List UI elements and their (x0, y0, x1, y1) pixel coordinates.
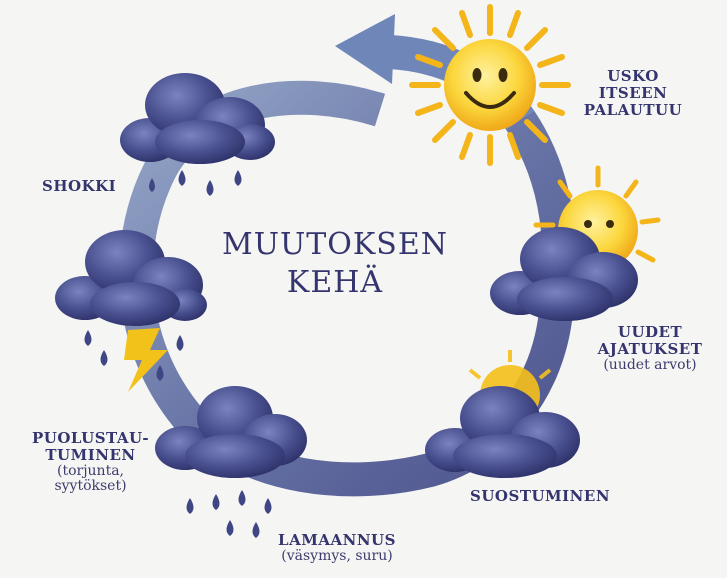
label-suostuminen: SUOSTUMINEN (470, 488, 610, 505)
smiley-sun-icon (412, 7, 568, 163)
title-line-2: KEHÄ (205, 264, 465, 302)
stage-name: SUOSTUMINEN (470, 488, 610, 505)
stage-name-line3: PALAUTUU (568, 102, 698, 119)
stage-name-line1: USKO (568, 68, 698, 85)
stage-name-line1: PUOLUSTAU- (8, 430, 173, 447)
stage-name-line1: UUDET (585, 324, 715, 341)
raindrop-icon-group-lamaannus (187, 490, 272, 538)
stage-name-line2: TUMINEN (8, 447, 173, 464)
label-usko-itseen: USKO ITSEEN PALAUTUU (568, 68, 698, 118)
label-uudet-ajatukset: UUDET AJATUKSET (uudet arvot) (585, 324, 715, 373)
stage-sub: (uudet arvot) (585, 358, 715, 374)
stage-name-line2: ITSEEN (568, 85, 698, 102)
cloud-icon-puolustautuminen (55, 230, 207, 326)
label-shokki: SHOKKI (42, 178, 116, 195)
stage-name: LAMAANNUS (262, 532, 412, 549)
stage-name-line2: AJATUKSET (585, 341, 715, 358)
label-puolustautuminen: PUOLUSTAU- TUMINEN (torjunta, syytökset) (8, 430, 173, 495)
label-lamaannus: LAMAANNUS (väsymys, suru) (262, 532, 412, 564)
stage-sub-line1: (torjunta, (8, 464, 173, 480)
title-line-1: MUUTOKSEN (205, 226, 465, 264)
arrow-head-icon (335, 14, 395, 84)
stage-name: SHOKKI (42, 178, 116, 195)
stage-sub-line2: syytökset) (8, 479, 173, 495)
stage-sub: (väsymys, suru) (262, 549, 412, 565)
diagram-title: MUUTOKSEN KEHÄ (205, 226, 465, 301)
